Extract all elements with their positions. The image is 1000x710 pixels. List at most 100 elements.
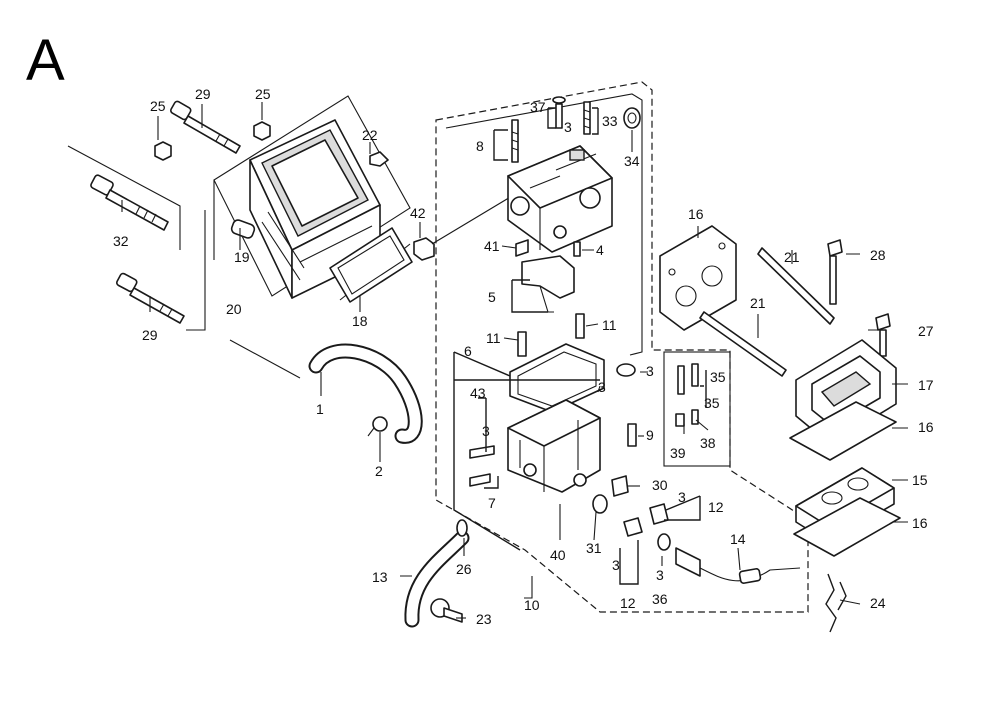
insulator-gasket-bottom	[793, 497, 901, 557]
callout-16-bottom: 16	[912, 515, 928, 531]
callout-3-top: 3	[564, 119, 572, 135]
callout-27: 27	[918, 323, 934, 339]
fitting-42	[413, 195, 513, 261]
hose-clamp	[367, 416, 388, 437]
callout-40: 40	[550, 547, 566, 563]
callout-21-upper: 21	[784, 249, 800, 265]
callout-34: 34	[624, 153, 640, 169]
callout-16-top: 16	[688, 206, 704, 222]
callout-35-upper: 35	[710, 369, 726, 385]
callout-31: 31	[586, 540, 602, 556]
bolt-12-lower	[623, 517, 643, 537]
clip-22	[369, 151, 389, 167]
callout-12-lower: 12	[620, 595, 636, 611]
callout-23: 23	[476, 611, 492, 627]
callout-38: 38	[700, 435, 716, 451]
callout-17: 17	[918, 377, 934, 393]
screw-11-left	[517, 331, 527, 357]
callout-3-oring: 3	[646, 363, 654, 379]
callout-11-left: 11	[486, 330, 501, 346]
inner-body-outline	[445, 93, 643, 356]
callout-18: 18	[352, 313, 368, 329]
callout-3-gasket: 3	[598, 379, 606, 395]
callout-3-left: 3	[482, 423, 490, 439]
callout-10: 10	[524, 597, 540, 613]
callout-3-bolt: 3	[612, 557, 620, 573]
callout-6: 6	[464, 343, 472, 359]
carburetor-upper-body	[507, 145, 613, 253]
callout-12-upper: 12	[708, 499, 724, 515]
callout-2: 2	[375, 463, 383, 479]
drain-screw-30	[611, 475, 629, 497]
callout-26: 26	[456, 561, 472, 577]
bolt-29-lower	[116, 272, 185, 324]
carburetor-assembly-outline	[435, 81, 809, 613]
cap-34	[623, 107, 641, 129]
bolt-27	[875, 313, 891, 357]
gasket	[329, 227, 413, 303]
section-letter: A	[26, 28, 65, 93]
pilot-jet-box	[663, 351, 731, 467]
stud-bolts	[699, 247, 835, 377]
callout-32: 32	[113, 233, 129, 249]
callout-36: 36	[652, 591, 668, 607]
pilot-jet-parts	[675, 363, 699, 427]
bolt-28	[827, 239, 843, 305]
air-cleaner-housing	[230, 119, 381, 299]
callout-11-right: 11	[602, 317, 617, 333]
bolt-lead-line-29	[186, 210, 206, 331]
callout-25-right: 25	[255, 86, 271, 102]
screw-9	[627, 423, 637, 447]
callout-9: 9	[646, 427, 654, 443]
callout-4: 4	[596, 242, 604, 258]
clamp-26	[456, 519, 468, 537]
callout-43: 43	[470, 385, 486, 401]
washer-31	[592, 494, 608, 514]
callout-37: 37	[530, 99, 546, 115]
callout-8: 8	[476, 138, 484, 154]
callout-5: 5	[488, 289, 496, 305]
callout-28: 28	[870, 247, 886, 263]
callout-29-upper: 29	[195, 86, 211, 102]
float-chamber	[507, 399, 601, 493]
callout-24: 24	[870, 595, 886, 611]
callout-20: 20	[226, 301, 242, 317]
callout-30: 30	[652, 477, 668, 493]
float-chamber-gasket	[509, 343, 605, 413]
callout-41: 41	[484, 238, 500, 254]
callout-42: 42	[410, 205, 426, 221]
callout-22: 22	[362, 127, 378, 143]
screw-11-right	[575, 313, 585, 339]
insulator-gasket-top	[659, 225, 737, 331]
callout-14: 14	[730, 531, 746, 547]
intake-manifold	[795, 339, 897, 445]
o-ring	[616, 363, 636, 377]
callout-3-drain: 3	[678, 489, 686, 505]
callout-39: 39	[670, 445, 686, 461]
callout-25-left: 25	[150, 98, 166, 114]
callout-3-washer: 3	[656, 567, 664, 583]
screw-41	[515, 239, 529, 257]
washer-36	[657, 533, 671, 551]
fuel-cut-solenoid	[675, 547, 801, 584]
callout-21-lower: 21	[750, 295, 766, 311]
callout-33: 33	[602, 113, 618, 129]
callout-7: 7	[488, 495, 496, 511]
callout-29-lower: 29	[142, 327, 158, 343]
nut-25	[154, 121, 271, 161]
callout-19: 19	[234, 249, 250, 265]
manifold-gasket-middle	[789, 401, 897, 461]
air-cleaner-outline	[213, 95, 411, 297]
callout-1: 1	[316, 401, 324, 417]
wire-clip	[825, 573, 847, 633]
callout-13: 13	[372, 569, 388, 585]
callout-35-lower: 35	[704, 395, 720, 411]
jet-parts-33	[583, 101, 591, 135]
bolt-lead-line-32	[67, 145, 181, 250]
bolt-29-upper	[170, 100, 241, 154]
spring-8	[511, 119, 519, 163]
screw-4	[573, 241, 581, 257]
callout-15: 15	[912, 472, 928, 488]
